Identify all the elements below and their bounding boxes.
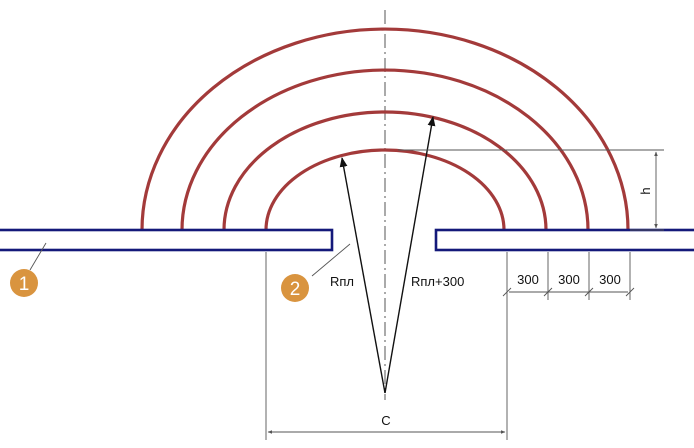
arc-second <box>222 110 548 231</box>
arc-third <box>180 68 590 231</box>
chord-label: C <box>381 413 390 428</box>
height-label: h <box>638 187 653 194</box>
callout-2-leader <box>311 243 351 277</box>
callout-number-2: 2 <box>290 279 301 300</box>
arc-inner <box>264 148 506 231</box>
callout-number-1: 1 <box>19 274 30 295</box>
step-ticks <box>502 287 635 297</box>
callout-badge-2 <box>281 274 309 302</box>
beam-right <box>434 228 694 252</box>
radius-line <box>339 157 386 394</box>
radius-label: Rпл <box>330 274 354 289</box>
callout-1-leader <box>29 242 47 271</box>
radius-plus-line <box>384 116 436 394</box>
step-label-3: 300 <box>599 272 621 287</box>
radius-plus-label: Rпл+300 <box>411 274 464 289</box>
step-label-2: 300 <box>558 272 580 287</box>
arc-outer <box>140 27 630 231</box>
callout-badge-1 <box>10 269 38 297</box>
beam-left <box>0 228 334 252</box>
step-label-1: 300 <box>517 272 539 287</box>
